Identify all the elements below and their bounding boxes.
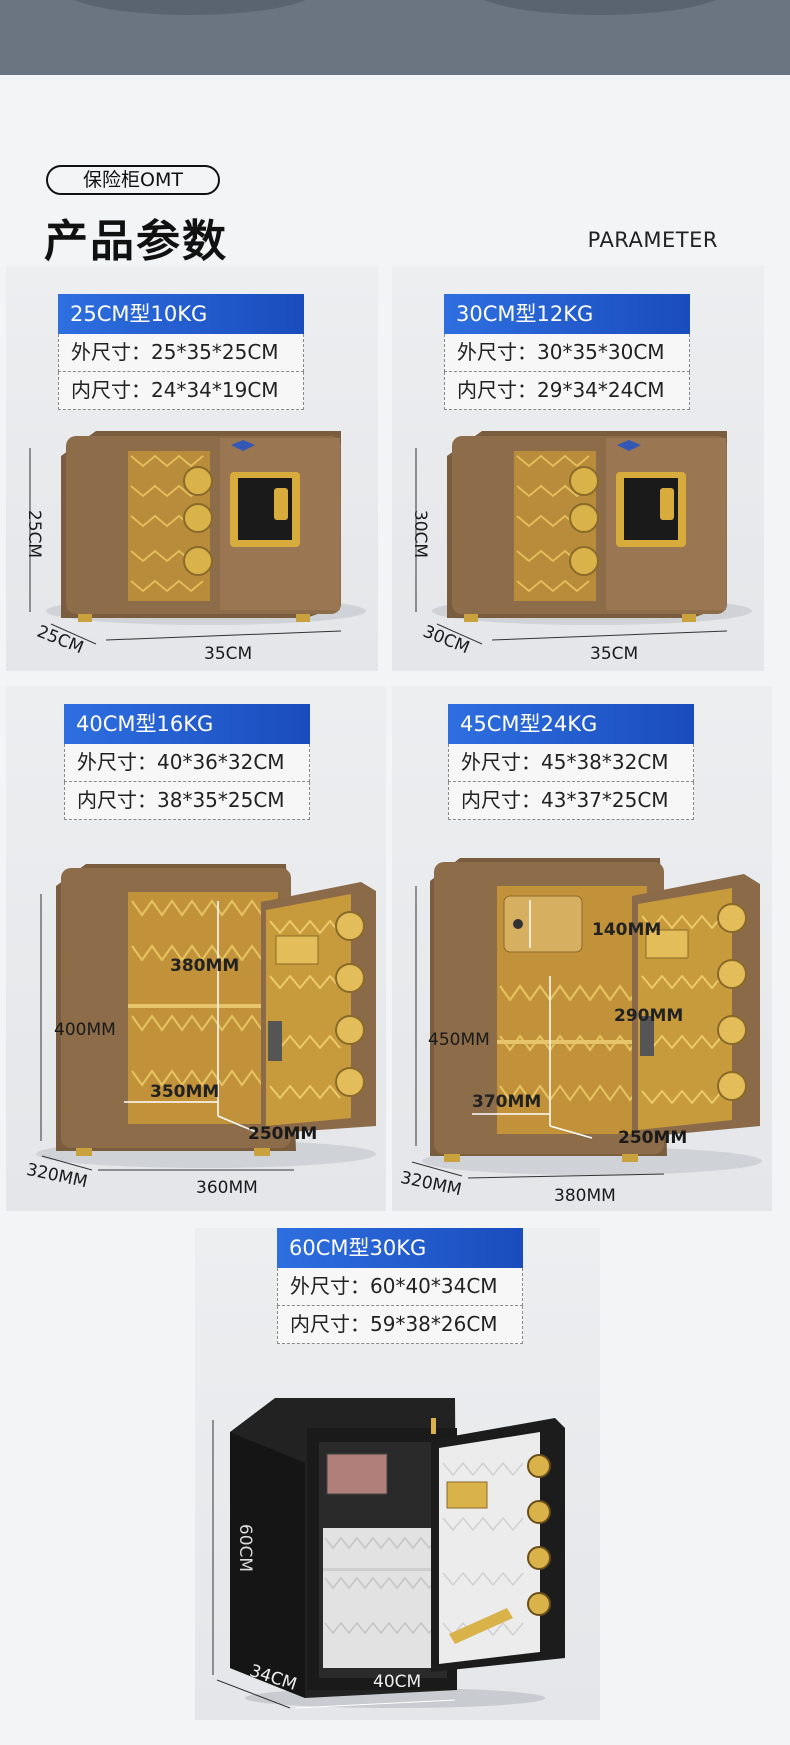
brand-pill: 保险柜OMT bbox=[46, 165, 220, 195]
product-card-45cm: 45CM型24KG 外尺寸：45*38*32CM 内尺寸：43*37*25CM … bbox=[392, 686, 772, 1211]
dim-inner-depth: 250MM bbox=[248, 1124, 318, 1144]
safe-image-60cm bbox=[212, 1398, 565, 1709]
dim-height: 450MM bbox=[428, 1030, 490, 1050]
page-subtitle: PARAMETER bbox=[587, 228, 718, 252]
spec-outer: 外尺寸：25*35*25CM bbox=[58, 334, 304, 372]
spec-inner: 内尺寸：38*35*25CM bbox=[64, 782, 310, 820]
dim-height: 25CM bbox=[24, 509, 45, 559]
spec-header: 40CM型16KG bbox=[64, 704, 310, 744]
dim-inner-height: 290MM bbox=[614, 1006, 684, 1026]
page-title: 产品参数 bbox=[44, 216, 228, 267]
spec-table-40cm: 40CM型16KG 外尺寸：40*36*32CM 内尺寸：38*35*25CM bbox=[64, 704, 310, 820]
spec-table-30cm: 30CM型12KG 外尺寸：30*35*30CM 内尺寸：29*34*24CM bbox=[444, 294, 690, 410]
product-card-60cm: 60CM型30KG 外尺寸：60*40*34CM 内尺寸：59*38*26CM … bbox=[195, 1228, 600, 1720]
safe-image-30cm bbox=[415, 431, 752, 645]
spec-outer: 外尺寸：40*36*32CM bbox=[64, 744, 310, 782]
dim-width: 35CM bbox=[590, 644, 639, 664]
dim-width: 380MM bbox=[554, 1186, 616, 1206]
spec-outer: 外尺寸：45*38*32CM bbox=[448, 744, 694, 782]
spec-inner: 内尺寸：24*34*19CM bbox=[58, 372, 304, 410]
dim-inner-width: 350MM bbox=[150, 1082, 220, 1102]
spec-table-25cm: 25CM型10KG 外尺寸：25*35*25CM 内尺寸：24*34*19CM bbox=[58, 294, 304, 410]
spec-inner: 内尺寸：29*34*24CM bbox=[444, 372, 690, 410]
dim-height: 30CM bbox=[410, 509, 431, 559]
dim-height: 400MM bbox=[54, 1020, 116, 1040]
spec-outer: 外尺寸：30*35*30CM bbox=[444, 334, 690, 372]
spec-inner: 内尺寸：59*38*26CM bbox=[277, 1306, 523, 1344]
dim-inner-width: 370MM bbox=[472, 1092, 542, 1112]
spec-outer: 外尺寸：60*40*34CM bbox=[277, 1268, 523, 1306]
product-card-30cm: 30CM型12KG 外尺寸：30*35*30CM 内尺寸：29*34*24CM … bbox=[392, 266, 764, 671]
dim-width: 40CM bbox=[373, 1672, 422, 1692]
product-card-25cm: 25CM型10KG 外尺寸：25*35*25CM 内尺寸：24*34*19CM … bbox=[6, 266, 378, 671]
spec-header: 30CM型12KG bbox=[444, 294, 690, 334]
product-card-40cm: 40CM型16KG 外尺寸：40*36*32CM 内尺寸：38*35*25CM … bbox=[6, 686, 386, 1211]
dim-width: 360MM bbox=[196, 1178, 258, 1198]
dim-inner-height: 380MM bbox=[170, 956, 240, 976]
safe-image-45cm bbox=[411, 858, 762, 1179]
spec-header: 45CM型24KG bbox=[448, 704, 694, 744]
top-banner bbox=[0, 0, 790, 75]
dim-drawer-height: 140MM bbox=[592, 920, 662, 940]
dim-width: 35CM bbox=[204, 644, 253, 664]
spec-table-60cm: 60CM型30KG 外尺寸：60*40*34CM 内尺寸：59*38*26CM bbox=[277, 1228, 523, 1344]
spec-header: 60CM型30KG bbox=[277, 1228, 523, 1268]
safe-image-25cm bbox=[29, 431, 366, 645]
dim-inner-depth: 250MM bbox=[618, 1128, 688, 1148]
dim-height: 60CM bbox=[235, 1523, 256, 1573]
safe-image-40cm bbox=[36, 864, 376, 1171]
spec-header: 25CM型10KG bbox=[58, 294, 304, 334]
spec-inner: 内尺寸：43*37*25CM bbox=[448, 782, 694, 820]
spec-table-45cm: 45CM型24KG 外尺寸：45*38*32CM 内尺寸：43*37*25CM bbox=[448, 704, 694, 820]
